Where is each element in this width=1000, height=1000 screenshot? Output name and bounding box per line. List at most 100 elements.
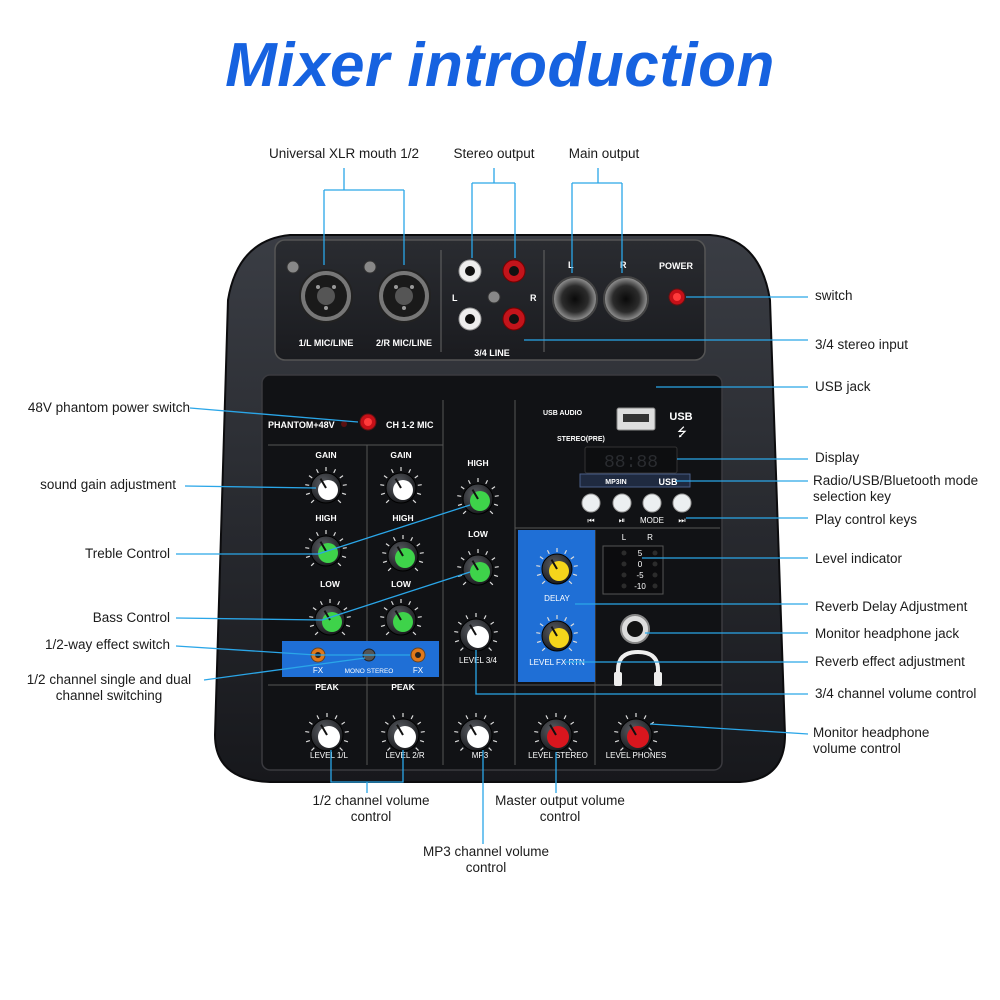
mixer-body [213,234,787,783]
stereo-level-knob[interactable] [534,713,578,752]
low-knob-ch1[interactable] [309,599,351,636]
label-stereo-input: 3/4 stereo input [815,337,909,352]
high-knob-ch2-label: HIGH [392,513,413,523]
play-key-next[interactable] [672,493,692,513]
label-reverb-delay: Reverb Delay Adjustment [815,599,968,614]
display-digits: 88:88 [604,453,658,473]
label-headphone-jack: Monitor headphone jack [815,626,960,641]
label-ch12-volume: 1/2 channel volume control [312,793,430,824]
fx1-label: FX [313,666,324,675]
meter-tick-label: -5 [636,571,644,580]
meter-led-l [621,572,627,578]
gain-knob-ch2-label: GAIN [390,450,411,460]
level34-label: LEVEL 3/4 [459,656,498,665]
phantom-switch[interactable] [359,413,377,431]
fx-rtn-knob[interactable] [536,615,578,652]
main-out-jack-r[interactable] [603,276,649,322]
usb-audio-label: USB AUDIO [543,410,583,417]
rca-stereo-in-r[interactable] [502,307,526,331]
gain-knob-ch1[interactable] [305,467,347,504]
level-knob-ch34[interactable] [454,613,498,652]
delay-knob[interactable] [536,548,578,585]
high-knob-ch2[interactable] [382,535,424,572]
meter-tick-label: -10 [634,582,646,591]
high-knob-ch34-label: HIGH [467,458,488,468]
phones-level-knob[interactable] [614,713,658,752]
usb-label: USB [669,411,692,423]
ch2-jack-label: 2/R MIC/LINE [376,338,432,348]
label-treble: Treble Control [84,546,170,561]
label-level-indicator: Level indicator [815,551,903,566]
meter-tick-label: 5 [638,549,643,558]
leader-line [330,750,404,793]
level-stereo-label: LEVEL STEREO [528,751,588,760]
main-r-label: R [620,260,627,270]
label-mode-key: Radio/USB/Bluetooth mode selection key [813,473,979,504]
rca-stereo-out-r[interactable] [502,259,526,283]
leader-line [189,407,359,423]
leader-line [471,168,516,258]
low-knob-ch2[interactable] [380,599,422,636]
page-title: Mixer introduction [225,31,775,100]
mp3-level-knob[interactable] [454,713,498,752]
rca-stereo-out-l[interactable] [458,259,482,283]
play-key-prev[interactable] [581,493,601,513]
high-knob-ch34[interactable] [457,478,499,515]
ch12mic-label: CH 1-2 MIC [386,420,434,430]
label-master-volume: Master output volume control [495,793,625,824]
low-knob-ch34[interactable] [457,549,499,586]
meter-l-label: L [622,533,627,542]
headphone-jack[interactable] [620,614,650,644]
label-reverb-fx: Reverb effect adjustment [815,654,965,669]
low-knob-ch34-label: LOW [468,529,489,539]
ch1-jack-label: 1/L MIC/LINE [299,338,354,348]
prev-icon: ⏮ [587,516,594,525]
level-knob-ch1[interactable] [305,713,349,752]
phantom-led [341,421,347,427]
mono-stereo-label: MONO STEREO [345,668,394,675]
level1-label: LEVEL 1/L [310,751,349,760]
leader-line [175,645,410,656]
meter-r-label: R [647,533,653,542]
stereo-pre-label: STEREO(PRE) [557,436,605,443]
label-headphone-volume: Monitor headphone volume control [813,725,930,756]
level-knob-ch1-label: PEAK [315,682,339,692]
play-key-playpause[interactable] [612,493,632,513]
low-knob-ch1-label: LOW [320,579,341,589]
label-mono-stereo: 1/2 channel single and dual channel swit… [26,672,192,703]
mode-key-label: MODE [640,516,664,525]
label-ch34-volume: 3/4 channel volume control [815,686,977,701]
usb-mode-label: USB [658,477,678,487]
meter-led-l [621,561,627,567]
leader-line [203,657,366,681]
meter-led-r [652,572,658,578]
label-usb-jack: USB jack [815,379,871,394]
leader-line [323,168,405,265]
fx2-label: FX [413,666,424,675]
meter-rows: 5 0 -5 -10 [621,549,658,591]
label-bass: Bass Control [92,610,170,625]
xlr-jack-2[interactable] [377,269,431,323]
leader-line [475,650,808,695]
label-switch: switch [815,288,853,303]
level-knob-ch2[interactable] [381,713,425,752]
xlr-jack-1[interactable] [299,269,353,323]
mp3-label: MP3 [472,751,489,760]
fx-switch-ch2[interactable] [410,647,426,663]
level2-label: LEVEL 2/R [385,751,425,760]
play-key-mode[interactable] [642,493,662,513]
power-switch[interactable] [668,288,686,306]
usb-symbol-icon: ⭍ [677,425,687,439]
headphone-icon [614,649,662,686]
gain-knob-ch2[interactable] [380,467,422,504]
label-display: Display [815,450,860,465]
mp3in-label: MP3IN [605,479,626,486]
main-out-jack-l[interactable] [552,276,598,322]
meter-tick-label: 0 [638,560,643,569]
high-knob-ch1-label: HIGH [315,513,336,523]
level-knob-ch2-label: PEAK [391,682,415,692]
leader-line [649,723,809,735]
leader-line [571,168,623,273]
rca-stereo-in-l[interactable] [458,307,482,331]
